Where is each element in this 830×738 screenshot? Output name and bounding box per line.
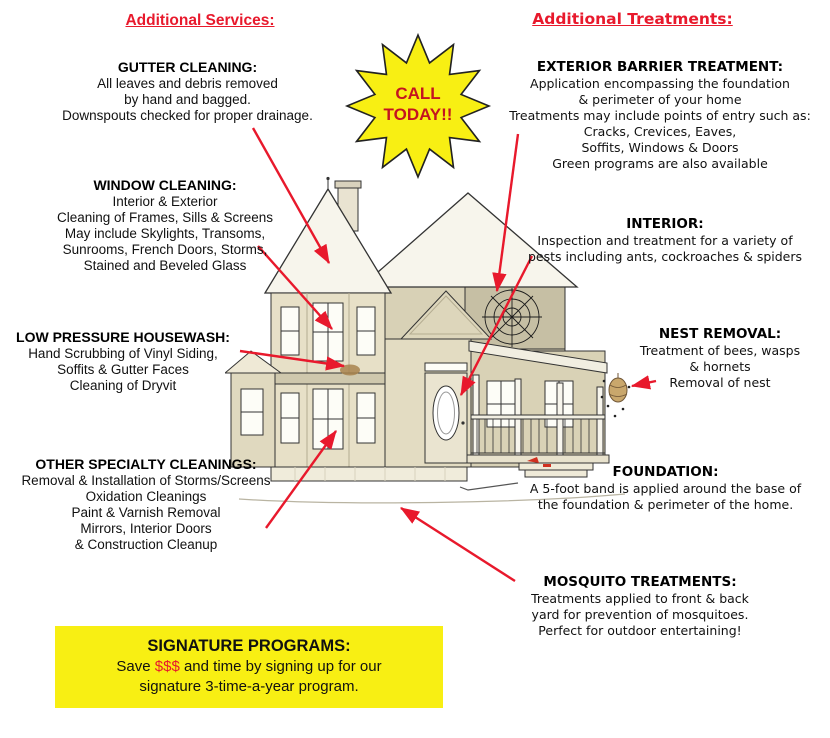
porch [466,340,610,464]
service-heading: LOW PRESSURE HOUSEWASH: [16,329,230,345]
signature-line1: Save $$$ and time by signing up for our [59,657,439,677]
red-mark [543,464,551,467]
treatment-line: yard for prevention of mosquitoes. [531,607,749,622]
service-line: Downspouts checked for proper drainage. [62,108,313,123]
entry-door [384,338,472,468]
service-line: Stained and Beveled Glass [83,258,247,273]
treatment-line: & hornets [689,359,751,374]
treatment-line: Inspection and treatment for a variety o… [537,233,793,248]
turret-windows-upper [280,302,376,362]
call-today-starburst: CALL TODAY!! [344,32,492,180]
treatment-block-exterior-barrier: EXTERIOR BARRIER TREATMENT: Application … [495,58,825,172]
service-line: Oxidation Cleanings [85,489,207,504]
today-line: TODAY!! [383,105,453,124]
right-column-title: Additional Treatments: [532,10,733,28]
signature-money: $$$ [154,658,180,675]
signature-line1-prefix: Save [116,658,155,675]
treatment-line: Removal of nest [669,375,771,390]
signature-line2: signature 3-time-a-year program. [139,678,359,695]
service-line: All leaves and debris removed [97,76,278,91]
service-line: Interior & Exterior [112,194,218,209]
starburst-icon [344,32,492,180]
service-block-window-cleaning: WINDOW CLEANING: Interior & Exterior Cle… [40,176,290,274]
call-line: CALL [395,84,441,103]
service-heading: WINDOW CLEANING: [93,177,237,193]
treatment-block-interior: INTERIOR: Inspection and treatment for a… [515,215,815,265]
treatment-block-mosquito: MOSQUITO TREATMENTS: Treatments applied … [495,573,785,639]
service-line: Soffits & Gutter Faces [57,362,189,377]
service-line: Hand Scrubbing of Vinyl Siding, [28,346,218,361]
treatment-line: Application encompassing the foundation [530,76,790,91]
treatment-line: Perfect for outdoor entertaining! [538,623,742,638]
service-line: May include Skylights, Transoms, [64,226,266,241]
foundation-base [270,466,468,482]
star-shape [344,32,492,180]
signature-heading: SIGNATURE PROGRAMS: [147,637,351,655]
service-line: Sunrooms, French Doors, Storms, [62,242,268,257]
service-block-specialty-cleanings: OTHER SPECIALTY CLEANINGS: Removal & Ins… [2,455,290,553]
treatment-line: A 5-foot band is applied around the base… [529,481,802,496]
turret-windows-lower [280,388,376,450]
treatment-heading: FOUNDATION: [612,464,719,480]
treatment-line: Treatments may include points of entry s… [509,108,811,123]
left-column-title: Additional Services: [125,12,275,29]
treatment-line: pests including ants, cockroaches & spid… [527,249,803,264]
dirt-smudge [340,364,360,376]
treatment-heading: MOSQUITO TREATMENTS: [543,574,737,590]
service-line: Mirrors, Interior Doors [80,521,212,536]
porch-steps [518,457,594,478]
signature-line1-suffix: and time by signing up for our [179,658,382,675]
treatment-line: Green programs are also available [552,156,768,171]
service-line: Paint & Varnish Removal [71,505,221,520]
service-line: & Construction Cleanup [74,537,218,552]
treatment-line: Treatment of bees, wasps [639,343,801,358]
treatment-line: & perimeter of your home [578,92,742,107]
treatment-heading: EXTERIOR BARRIER TREATMENT: [536,59,784,75]
treatment-heading: NEST REMOVAL: [658,326,782,342]
service-line: Cleaning of Frames, Sills & Screens [56,210,274,225]
treatment-block-nest-removal: NEST REMOVAL: Treatment of bees, wasps &… [625,325,815,391]
treatment-heading: INTERIOR: [626,216,704,232]
red-mark [527,457,539,463]
service-line: by hand and bagged. [124,92,251,107]
treatment-line: Soffits, Windows & Doors [581,140,739,155]
treatment-line: the foundation & perimeter of the home. [537,497,794,512]
wasp-nest-icon [600,373,631,418]
call-today-text: CALL TODAY!! [344,83,492,125]
service-heading: OTHER SPECIALTY CLEANINGS: [35,456,257,472]
porch-balusters [476,419,590,453]
treatment-block-foundation: FOUNDATION: A 5-foot band is applied aro… [508,463,823,513]
signature-programs-box: SIGNATURE PROGRAMS: Save $$$ and time by… [55,626,443,708]
service-block-housewash: LOW PRESSURE HOUSEWASH: Hand Scrubbing o… [8,328,238,394]
treatment-line: Treatments applied to front & back [531,591,749,606]
service-line: Removal & Installation of Storms/Screens [21,473,271,488]
service-heading: GUTTER CLEANING: [117,59,258,75]
service-block-gutter-cleaning: GUTTER CLEANING: All leaves and debris r… [30,58,345,124]
treatment-line: Cracks, Crevices, Eaves, [583,124,737,139]
service-line: Cleaning of Dryvit [69,378,177,393]
